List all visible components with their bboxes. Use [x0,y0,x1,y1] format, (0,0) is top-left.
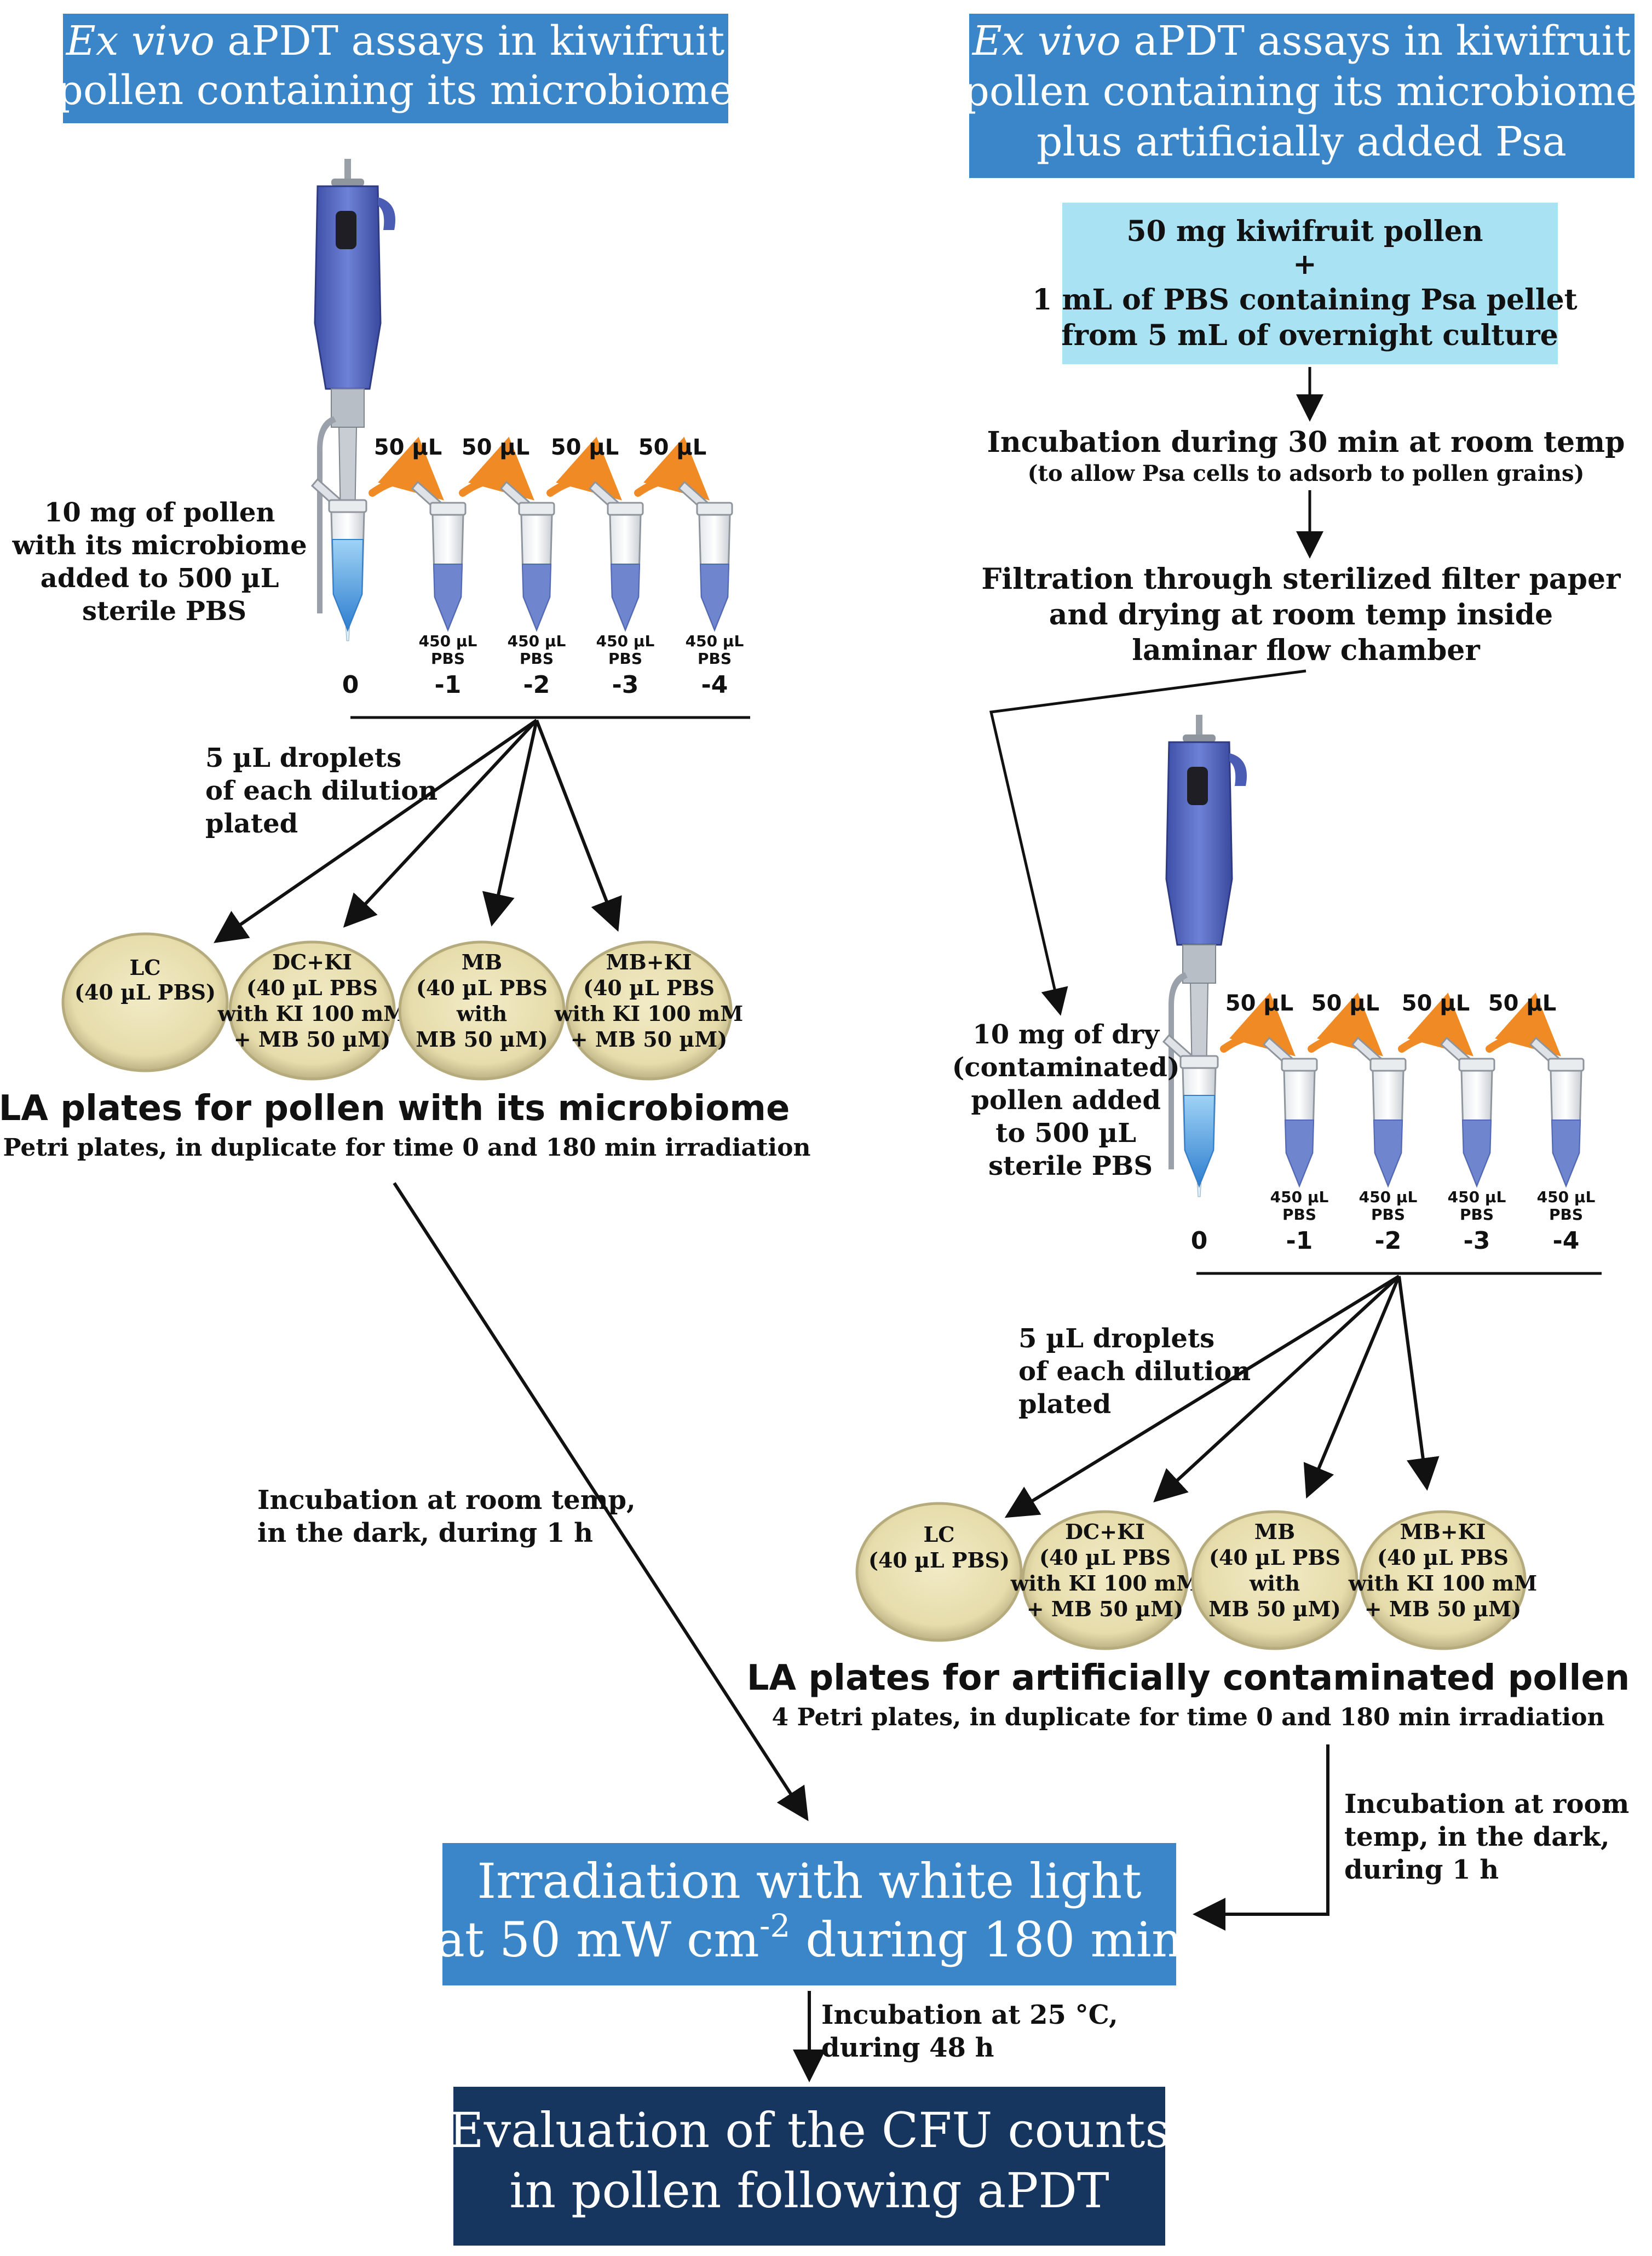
left-dilution-4: -4 [701,671,728,699]
left-tube-1-icon [411,481,467,631]
svg-text:PBS: PBS [1371,1206,1405,1224]
svg-text:PBS: PBS [608,650,642,668]
right-plating-arrows [1004,1275,1440,1518]
svg-text:450 µL: 450 µL [508,632,566,650]
left-transfer-arrows [369,437,710,501]
svg-text:LC(40 µL PBS): LC(40 µL PBS) [868,1522,1010,1572]
right-transfer-label-1: 50 µL [1225,991,1294,1016]
incubation-25-text: Incubation at 25 °C, during 48 h [821,2000,1127,2063]
svg-text:450 µL: 450 µL [1448,1188,1506,1206]
right-dilution-1: -1 [1286,1227,1313,1255]
svg-text:LC(40 µL PBS): LC(40 µL PBS) [74,955,216,1004]
right-title-line1: Ex vivo aPDT assays in kiwifruit [971,18,1631,65]
right-title-line3: plus artificially added Psa [1037,118,1567,165]
svg-text:PBS: PBS [431,650,465,668]
right-incubation-note: (to allow Psa cells to adsorb to pollen … [1028,461,1585,486]
left-plate-lc: LC(40 µL PBS) [61,932,229,1072]
svg-text:PBS: PBS [698,650,732,668]
right-mix-box [1062,203,1558,364]
svg-text:450 µL: 450 µL [596,632,655,650]
left-droplets-text: 5 µL droplets of each dilution plated [205,743,447,839]
left-plates-heading: LA plates for pollen with its microbiome [0,1088,790,1129]
right-dilution-0: 0 [1191,1227,1208,1255]
right-title-box [969,14,1634,178]
right-plate-lc: LC(40 µL PBS) [855,1502,1023,1642]
left-dilution-3: -3 [612,671,639,699]
right-transfer-label-2: 50 µL [1311,991,1380,1016]
right-filtration-text: Filtration through sterilized filter pap… [981,562,1630,667]
left-incubation-text: Incubation at room temp, in the dark, du… [257,1485,644,1548]
left-transfer-label-1: 50 µL [374,435,442,460]
left-plates-subheading: 4 Petri plates, in duplicate for time 0 … [0,1134,810,1162]
svg-text:450 µL: 450 µL [1537,1188,1596,1206]
right-incubation-step: Incubation during 30 min at room temp [987,426,1625,459]
svg-text:450 µL: 450 µL [1359,1188,1418,1206]
right-to-irradiation-arrow [1193,1744,1329,1931]
right-transfer-label-3: 50 µL [1402,991,1470,1016]
right-title-line2: pollen containing its microbiome [964,68,1640,115]
right-dilution-3: -3 [1464,1227,1490,1255]
left-title-line2: pollen containing its microbiome [57,67,734,114]
left-title-box [63,14,728,123]
left-tube-labels: 450 µL PBS 450 µL PBS 450 µL PBS 450 µL … [419,632,744,668]
right-dilution-4: -4 [1553,1227,1580,1255]
right-droplets-text: 5 µL droplets of each dilution plated [1018,1323,1260,1420]
svg-text:450 µL: 450 µL [1270,1188,1329,1206]
left-transfer-label-2: 50 µL [462,435,530,460]
svg-text:PBS: PBS [1549,1206,1583,1224]
evaluation-box [453,2087,1165,2246]
right-tube-2-icon [1351,1037,1407,1187]
svg-text:PBS: PBS [1282,1206,1316,1224]
evaluation-line2: in pollen following aPDT [509,2162,1109,2219]
left-dilution-2: -2 [523,671,550,699]
right-plates-heading: LA plates for artificially contaminated … [747,1658,1630,1698]
right-tube-3-icon [1440,1037,1495,1187]
left-title-line1: Ex vivo aPDT assays in kiwifruit [65,18,725,65]
left-dilution-0: 0 [342,671,359,699]
left-sample-text: 10 mg of pollen with its microbiome adde… [12,497,316,627]
right-sample-text: 10 mg of dry (contaminated) pollen added… [952,1019,1189,1181]
left-transfer-label-3: 50 µL [551,435,619,460]
right-transfer-label-4: 50 µL [1488,991,1557,1016]
svg-text:PBS: PBS [1460,1206,1494,1224]
right-mix-text: 50 mg kiwifruit pollen + 1 mL of PBS con… [1032,215,1587,352]
right-arrow-to-sample [989,669,1306,1016]
left-plating-arrows [214,719,622,943]
left-tube-3-icon [589,481,644,631]
right-plates-subheading: 4 Petri plates, in duplicate for time 0 … [772,1703,1605,1731]
svg-text:450 µL: 450 µL [419,632,477,650]
irradiation-line2: at 50 mW cm-2 during 180 min [436,1907,1182,1968]
left-tube-2-icon [500,481,555,631]
svg-text:450 µL: 450 µL [686,632,744,650]
right-dilution-2: -2 [1375,1227,1402,1255]
left-dilution-1: -1 [435,671,462,699]
right-transfer-arrows [1220,992,1561,1057]
right-tube-labels: 450 µL PBS 450 µL PBS 450 µL PBS 450 µL … [1270,1188,1596,1224]
right-incubation-text: Incubation at room temp, in the dark, du… [1344,1789,1638,1885]
irradiation-line1: Irradiation with white light [477,1853,1141,1909]
irradiation-box [442,1843,1176,1985]
left-transfer-label-4: 50 µL [638,435,707,460]
right-tube-4-icon [1529,1037,1585,1187]
left-tube-4-icon [678,481,733,631]
svg-text:PBS: PBS [520,650,554,668]
right-tube-1-icon [1263,1037,1318,1187]
evaluation-line1: Evaluation of the CFU counts [448,2102,1170,2159]
left-to-irradiation-arrow [393,1182,809,1822]
